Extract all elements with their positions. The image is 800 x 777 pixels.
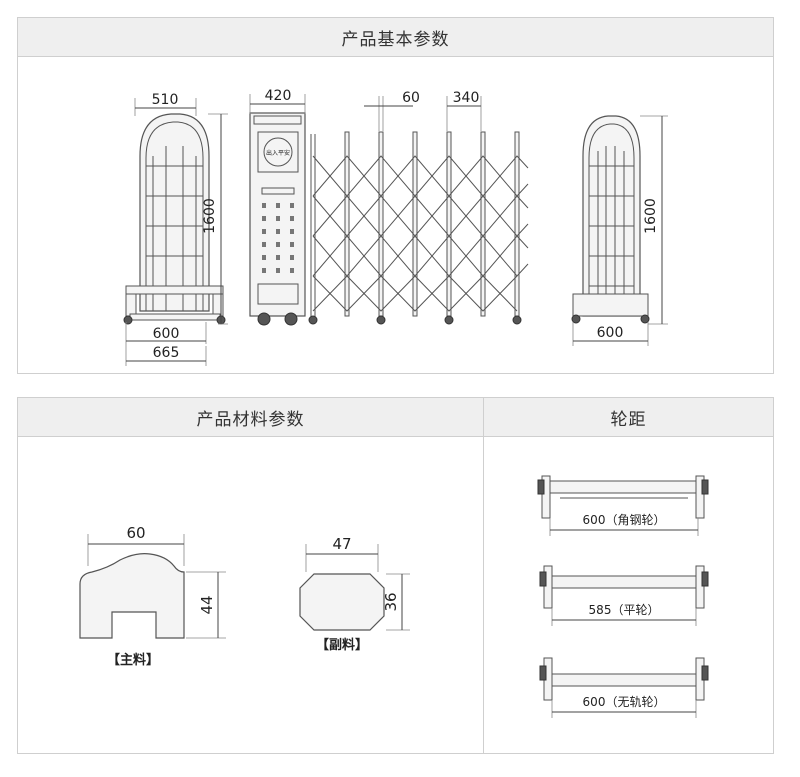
wheel-axle-1: 600（角钢轮）: [537, 475, 709, 536]
sub-profile-section: 47 36 【副料】: [299, 535, 410, 653]
profile-sections-drawing: 60 44 【主料】 47 36 【副料】: [79, 524, 410, 668]
left-dimensions: 510 1600 600 665: [125, 92, 228, 366]
wheel-axle-2: 585（平轮）: [539, 565, 709, 626]
dim-main-width: 60: [126, 524, 145, 542]
wheel-spacing-panel: 轮距 600（角钢轮） 585（平轮）: [483, 397, 774, 754]
dim-box-width: 420: [265, 88, 292, 104]
material-params-panel: 产品材料参数 60 44 【主料】 47 36 【副料】: [17, 397, 484, 754]
gate-elevation-drawing: 510 1600 600 665 出入平安: [123, 88, 668, 366]
product-basic-params-panel: 产品基本参数 510: [17, 17, 774, 374]
sub-profile-label: 【副料】: [316, 637, 368, 653]
wheel-label-3: 600（无轨轮）: [583, 695, 666, 709]
control-box: 出入平安: [249, 112, 306, 326]
wheel-label-2: 585（平轮）: [589, 603, 660, 617]
gate-wheels: [308, 315, 522, 325]
panel-title: 产品材料参数: [18, 398, 483, 437]
scissor-gate: [308, 131, 529, 325]
right-dimensions: 1600 600: [572, 115, 668, 346]
control-box-vents: [262, 203, 294, 273]
main-profile-section: 60 44 【主料】: [79, 524, 226, 668]
dim-left-base-inner: 600: [153, 326, 180, 342]
dim-left-height: 1600: [202, 198, 218, 234]
dim-left-base-outer: 665: [153, 345, 180, 361]
gate-dimensions: 60 340: [364, 90, 482, 131]
dim-gate-pitch: 340: [453, 90, 480, 106]
wheel-label-1: 600（角钢轮）: [583, 513, 666, 527]
wheel-axle-drawing: 600（角钢轮） 585（平轮） 600（无轨轮）: [537, 475, 709, 718]
dim-left-width: 510: [152, 92, 179, 108]
left-end-column: [123, 113, 226, 325]
dim-gate-spacing: 60: [402, 90, 420, 106]
gate-scissor-links: [312, 155, 529, 312]
dim-right-height: 1600: [643, 198, 659, 234]
dim-sub-width: 47: [332, 535, 351, 553]
wheel-axle-3: 600（无轨轮）: [539, 657, 709, 718]
panel-title: 轮距: [484, 398, 773, 437]
right-end-column: [571, 115, 650, 324]
panel-title: 产品基本参数: [18, 18, 773, 57]
control-box-display-text: 出入平安: [266, 149, 290, 157]
dim-right-base: 600: [597, 325, 624, 341]
dim-main-height: 44: [198, 595, 216, 614]
dim-sub-height: 36: [382, 592, 400, 611]
control-box-dimension: 420: [249, 88, 306, 114]
main-profile-label: 【主料】: [107, 652, 159, 668]
